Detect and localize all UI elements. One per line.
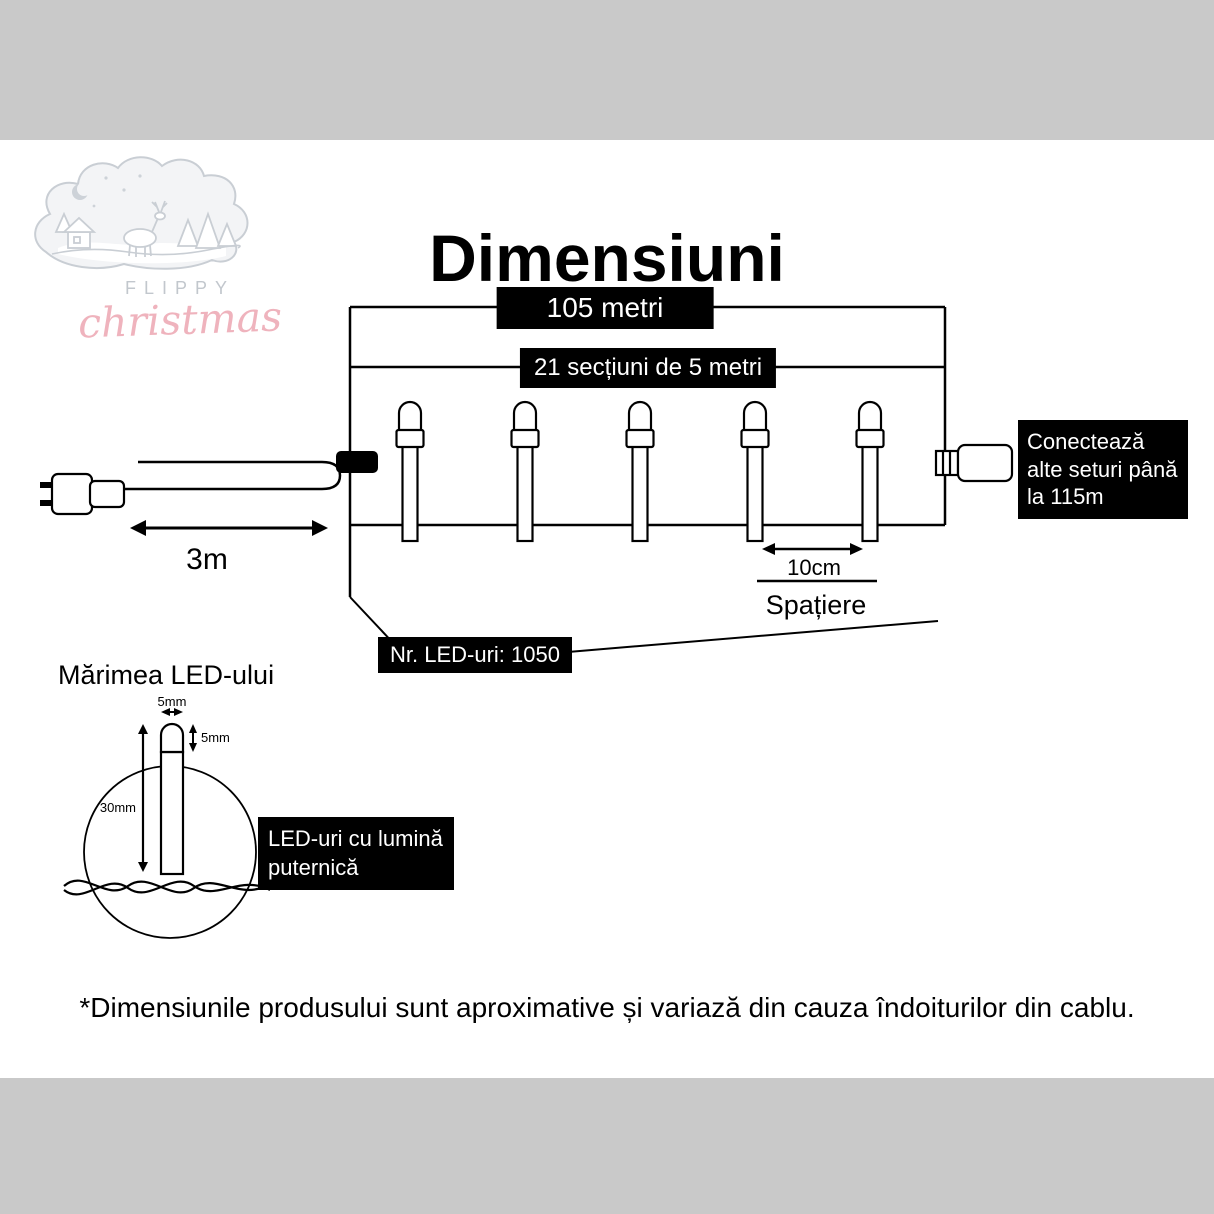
logo-scene-illustration bbox=[34, 156, 249, 270]
sections-label: 21 secțiuni de 5 metri bbox=[519, 348, 777, 388]
ground-line bbox=[51, 244, 241, 256]
cable-joint bbox=[336, 451, 378, 473]
lead-length-label: 3m bbox=[186, 543, 228, 576]
led-bulb bbox=[625, 400, 655, 543]
spacing-title-label: Spațiere bbox=[765, 590, 867, 620]
power-plug bbox=[40, 472, 126, 516]
led-bulb-large bbox=[159, 722, 185, 876]
spacing-arrow bbox=[757, 543, 877, 583]
led-count-label: Nr. LED-uri: 1050 bbox=[378, 637, 572, 673]
house-icon bbox=[61, 216, 97, 249]
tip-height-label: 5mm bbox=[201, 730, 230, 745]
logo-christmas-text: christmas bbox=[77, 292, 283, 348]
end-connector bbox=[934, 443, 1014, 483]
connect-note-label: Conectează alte seturi până la 115m bbox=[1018, 420, 1188, 519]
led-bulb bbox=[740, 400, 770, 543]
star-icons bbox=[92, 174, 142, 208]
moon-icon bbox=[72, 182, 91, 200]
footnote: *Dimensiunile produsului sunt aproximati… bbox=[79, 992, 1135, 1023]
bulb-width-label: 5mm bbox=[157, 694, 187, 709]
logo-flippy-text: FLIPPY bbox=[124, 278, 236, 298]
width-arrow bbox=[161, 708, 183, 716]
led-size-heading: Mărimea LED-ului bbox=[58, 660, 275, 690]
led-bulb bbox=[855, 400, 885, 543]
bright-note-label: LED-uri cu lumină puternică bbox=[258, 817, 454, 891]
twisted-wire bbox=[63, 879, 271, 896]
total-length-label: 105 metri bbox=[496, 287, 714, 329]
page-title: Dimensiuni bbox=[429, 221, 785, 296]
led-size-figure bbox=[63, 708, 271, 939]
led-bulb bbox=[510, 400, 540, 543]
tip-arrow bbox=[189, 724, 197, 752]
led-bulb bbox=[395, 400, 425, 543]
length-3m-arrow bbox=[130, 520, 328, 536]
spacing-value-label: 10cm bbox=[787, 555, 841, 580]
lead-cable bbox=[122, 460, 342, 491]
height-arrow bbox=[138, 724, 148, 872]
total-height-label: 30mm bbox=[99, 800, 136, 815]
